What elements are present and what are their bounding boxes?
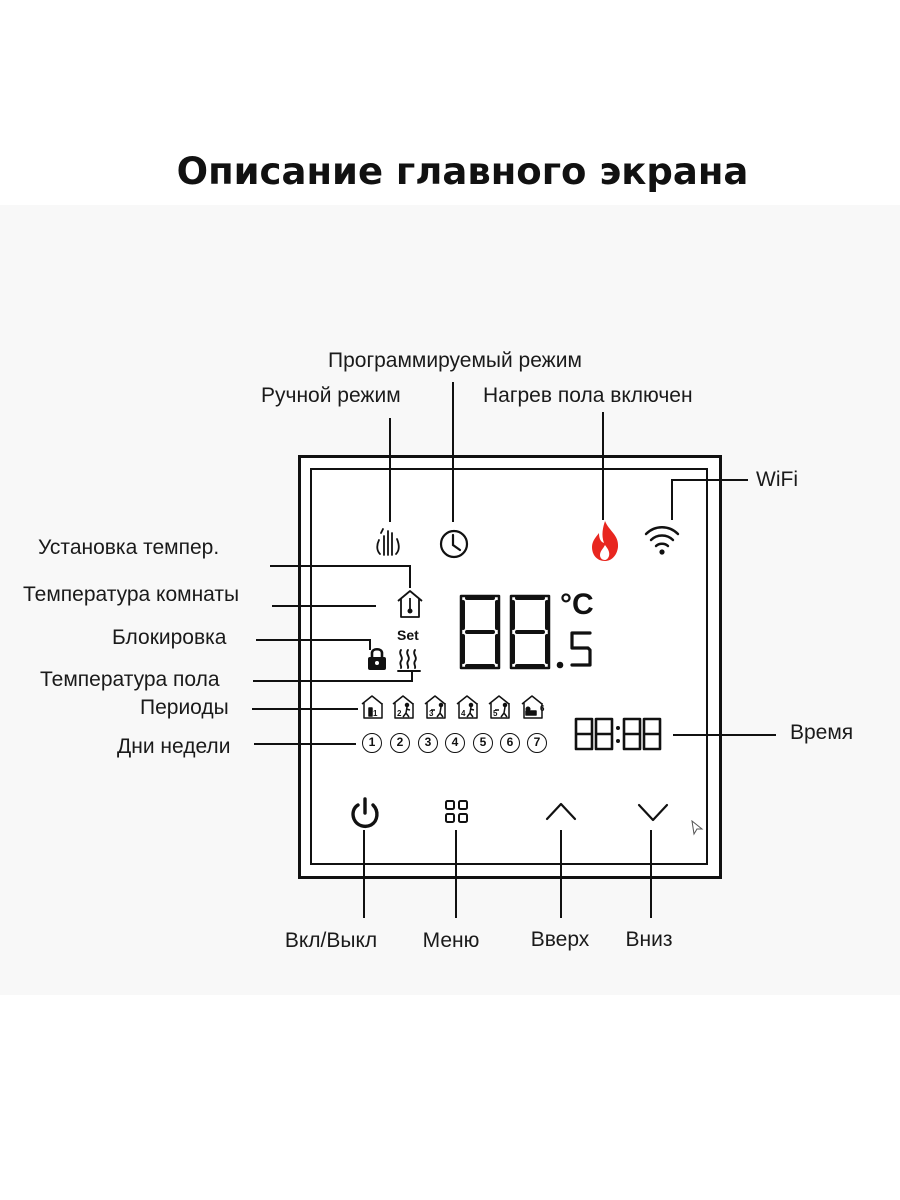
period-3-number: 3	[429, 709, 434, 718]
period-icons: 1 2 3 4 5 6	[361, 695, 545, 719]
menu-button[interactable]	[444, 799, 470, 825]
label-manual-mode: Ручной режим	[261, 384, 401, 407]
label-periods: Периоды	[140, 696, 229, 719]
decimal-point	[556, 661, 564, 669]
up-button[interactable]	[544, 800, 578, 822]
label-up: Вверх	[530, 928, 590, 951]
label-weekdays: Дни недели	[117, 735, 231, 758]
day-5: 5	[473, 733, 493, 753]
period-5-number: 5	[493, 709, 498, 718]
temperature-digits	[459, 594, 551, 670]
label-programmable-mode: Программируемый режим	[328, 349, 582, 372]
label-floor-temperature: Температура пола	[40, 668, 220, 691]
day-6: 6	[500, 733, 520, 753]
flame-icon	[592, 521, 619, 561]
cursor-arrow-icon	[691, 820, 704, 836]
period-4-icon	[456, 695, 478, 719]
label-floor-heating-on: Нагрев пола включен	[483, 384, 693, 407]
line-floor-temperature	[253, 672, 413, 682]
power-button[interactable]	[349, 796, 381, 830]
day-2: 2	[390, 733, 410, 753]
line-wifi	[671, 479, 748, 520]
label-lock: Блокировка	[112, 626, 227, 649]
period-6-icon	[521, 695, 543, 719]
temperature-decimal-digit	[570, 631, 592, 667]
period-5-icon	[488, 695, 510, 719]
clock-icon	[439, 529, 469, 559]
celsius-unit: °C	[560, 588, 594, 621]
day-3: 3	[418, 733, 438, 753]
period-2-icon	[392, 695, 414, 719]
page-title: Описание главного экрана	[176, 150, 749, 193]
manual-mode-hand-icon	[376, 528, 400, 556]
time-display	[574, 717, 662, 751]
day-1: 1	[362, 733, 382, 753]
day-4: 4	[445, 733, 465, 753]
label-power: Вкл/Выкл	[284, 929, 378, 952]
label-down: Вниз	[625, 928, 673, 951]
period-numbers: 1 2 3 4 5 6	[373, 704, 545, 718]
day-7: 7	[527, 733, 547, 753]
period-6-number: 6	[540, 704, 545, 713]
label-menu: Меню	[422, 929, 480, 952]
label-time: Время	[790, 721, 854, 744]
down-button[interactable]	[636, 802, 670, 824]
label-set-temperature: Установка темпер.	[38, 536, 220, 559]
period-3-icon	[424, 695, 446, 719]
thermostat-screen	[310, 468, 708, 865]
floor-heating-icon	[397, 649, 421, 672]
line-lock	[256, 639, 371, 650]
period-1-number: 1	[373, 709, 378, 718]
period-1-icon	[361, 695, 383, 719]
line-set-temperature	[270, 565, 411, 588]
room-temperature-house-icon	[397, 590, 423, 618]
lock-icon	[368, 647, 386, 670]
label-wifi: WiFi	[756, 468, 798, 491]
period-2-number: 2	[397, 709, 402, 718]
label-room-temperature: Температура комнаты	[23, 583, 240, 606]
temperature-display	[459, 594, 592, 670]
set-label: Set	[397, 627, 419, 643]
wifi-icon	[644, 526, 680, 555]
period-4-number: 4	[461, 709, 466, 718]
